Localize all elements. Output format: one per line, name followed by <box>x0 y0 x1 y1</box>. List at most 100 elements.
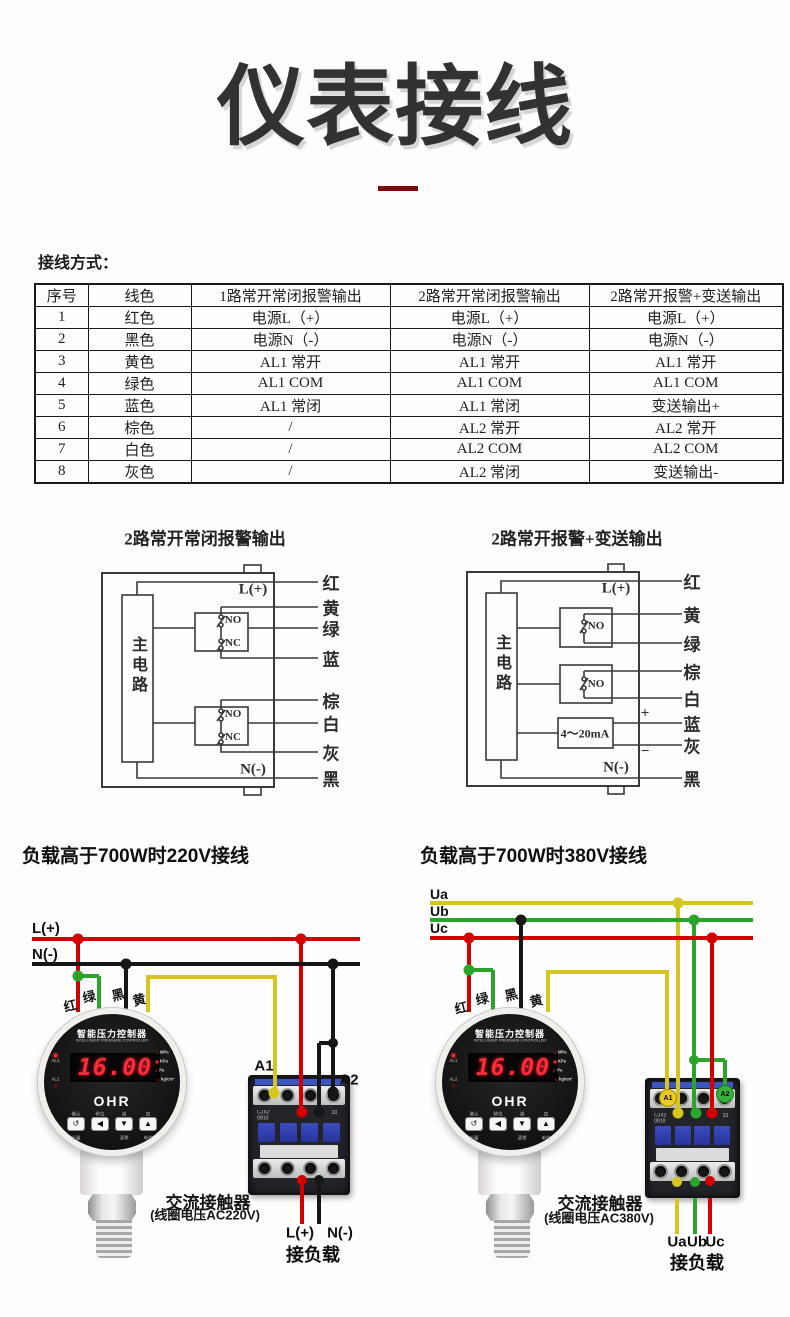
load-caption: 接负载 <box>670 1253 724 1273</box>
contactor-contact-blocks <box>653 1126 733 1146</box>
al1-led <box>451 1053 456 1058</box>
table-cell: AL1 COM <box>389 372 590 395</box>
gauge-thread-fitting <box>96 1220 132 1258</box>
fig-220v-wires <box>32 933 360 1224</box>
table-cell: 电源L（+） <box>389 306 590 329</box>
table-cell: 电源N（-） <box>190 328 391 351</box>
contactor-caption: 交流接触器 <box>557 1194 643 1214</box>
table-cell: AL1 常闭 <box>389 394 590 417</box>
set-button[interactable]: ↺ <box>465 1117 483 1131</box>
table-cell: AL1 COM <box>588 372 784 395</box>
schematic-boxes <box>101 564 275 796</box>
brand-logo: OHR <box>93 1093 131 1109</box>
down-button[interactable]: ▼ <box>115 1117 133 1131</box>
wire-label-black: 黑 <box>322 770 340 790</box>
power-line-label-ua: Ua <box>430 886 448 902</box>
table-cell: 2 <box>34 328 89 351</box>
relay1-no-label: NO <box>224 614 242 626</box>
load-terminal-uc: Uc <box>705 1233 725 1251</box>
column-header: 2路常开报警+变送输出 <box>588 283 784 307</box>
terminal-label-l-plus: L(+) <box>601 580 631 597</box>
table-cell: / <box>190 438 391 461</box>
table-cell: 4 <box>34 372 89 395</box>
table-cell: 黄色 <box>87 350 192 373</box>
contactor-terminal-a2-label: A2 <box>716 1085 734 1103</box>
unit-pa: Pa <box>552 1069 562 1073</box>
gauge-buttons: ↺ ◀ ▼ ▲ <box>465 1117 555 1131</box>
table-cell: 变送输出+ <box>588 394 784 417</box>
contactor-terminal-a1-label: A1 <box>254 1057 274 1075</box>
down-button[interactable]: ▼ <box>513 1117 531 1131</box>
power-line-label-uc: Uc <box>430 920 448 936</box>
column-header: 序号 <box>34 283 89 307</box>
fig-380v-wires <box>430 897 753 1234</box>
main-circuit-label: 主电路 <box>493 634 510 694</box>
table-cell: 7 <box>34 438 89 461</box>
plus-sign: + <box>640 705 650 722</box>
button-top-labels: 确认移位 减加 <box>469 1112 549 1117</box>
table-cell: 1 <box>34 306 89 329</box>
contactor-caption: 交流接触器 <box>165 1193 251 1213</box>
al2-led <box>53 1083 58 1088</box>
up-button[interactable]: ▲ <box>139 1117 157 1131</box>
unit-kgcm2: kg/cm² <box>156 1078 174 1082</box>
green-wires <box>430 918 753 1234</box>
page-title: 仪表接线 <box>216 57 573 156</box>
table-cell: AL1 COM <box>190 372 391 395</box>
relay1-no-label: NO <box>587 620 605 632</box>
table-cell: 红色 <box>87 306 192 329</box>
shift-button[interactable]: ◀ <box>489 1117 507 1131</box>
set-button[interactable]: ↺ <box>67 1117 85 1131</box>
power-line-label-n: N(-) <box>32 946 58 963</box>
gauge-name-en: INTELLIGENT PRESSURE CONTROLLER <box>474 1039 546 1043</box>
relay1-nc-label: NC <box>225 637 241 649</box>
contactor-aux-text: 10 <box>331 1110 338 1116</box>
contactor-subcaption: (线圈电压AC380V) <box>544 1210 654 1226</box>
column-header: 2路常开常闭报警输出 <box>389 283 590 307</box>
shift-button[interactable]: ◀ <box>91 1117 109 1131</box>
junction-dots <box>72 933 339 1185</box>
up-button[interactable]: ▲ <box>537 1117 555 1131</box>
contactor-label-band <box>656 1147 729 1161</box>
fig-380v-title: 负载高于700W时380V接线 <box>420 846 648 867</box>
diagram-left-title: 2路常开常闭报警输出 <box>124 529 286 549</box>
table-cell: 棕色 <box>87 416 192 439</box>
table-cell: 灰色 <box>87 460 192 484</box>
relay2-no-label: NO <box>224 708 242 720</box>
gauge-name-en: INTELLIGENT PRESSURE CONTROLLER <box>76 1039 148 1043</box>
indicator-al1: AL1 <box>51 1053 59 1063</box>
wire-label-yellow: 黄 <box>322 599 340 619</box>
contactor-contact-blocks <box>256 1123 342 1143</box>
terminal-label-n-minus: N(-) <box>240 761 266 778</box>
relay2-nc-label: NC <box>225 731 241 743</box>
unit-kpa: KPa <box>553 1060 566 1064</box>
relay-contact-symbols <box>216 607 226 746</box>
contactor-bottom-terminals <box>253 1159 345 1179</box>
table-cell: 6 <box>34 416 89 439</box>
unit-mpa: MPa <box>553 1051 566 1055</box>
wire-label-green: 绿 <box>683 635 701 655</box>
gauge-display: 16.00 <box>70 1053 160 1082</box>
main-circuit-label: 主电路 <box>129 636 146 696</box>
al1-led <box>53 1053 58 1058</box>
table-cell: AL2 COM <box>588 438 784 461</box>
gauge-display: 16.00 <box>468 1053 558 1082</box>
terminal-label-n-minus: N(-) <box>603 759 629 776</box>
table-cell: AL2 常开 <box>389 416 590 439</box>
unit-pa: Pa <box>154 1069 164 1073</box>
schematic-wires <box>500 580 682 779</box>
minus-sign: − <box>640 743 650 760</box>
brand-logo: OHR <box>491 1093 529 1109</box>
table-cell: AL2 COM <box>389 438 590 461</box>
table-cell: AL1 常闭 <box>190 394 391 417</box>
yellow-wires <box>430 901 753 1234</box>
unit-mpa: MPa <box>155 1051 168 1055</box>
black-wires <box>32 962 360 1224</box>
gauge-buttons: ↺ ◀ ▼ ▲ <box>67 1117 157 1131</box>
